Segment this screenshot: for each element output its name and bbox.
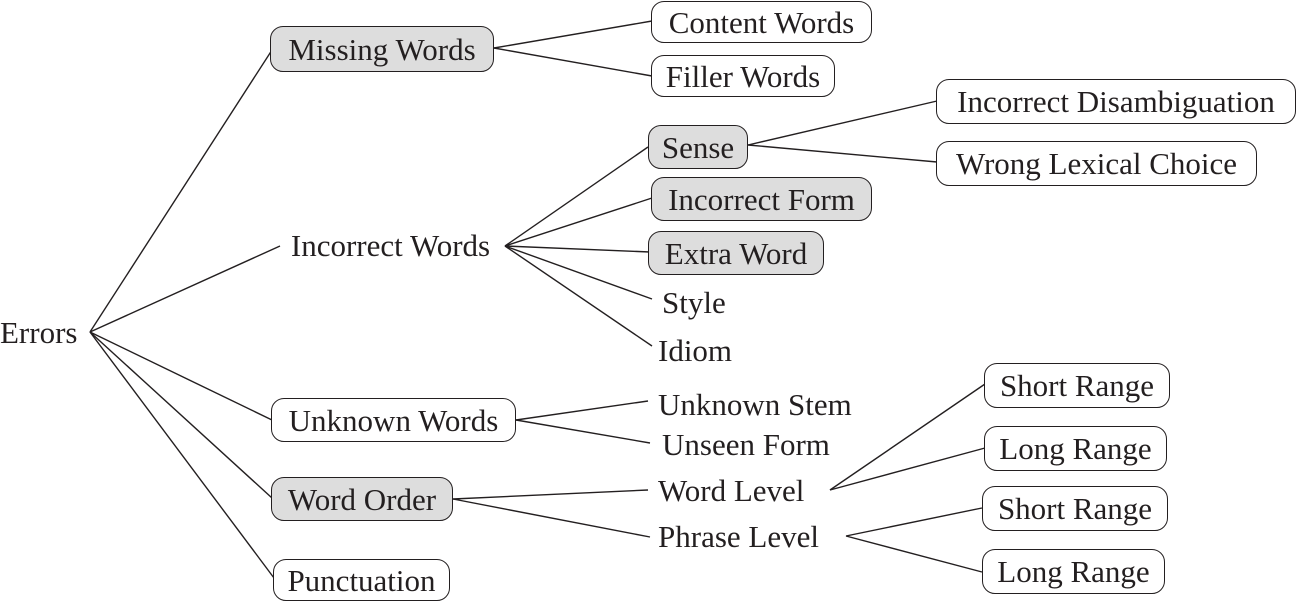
edge-phrase-level-long	[845, 535, 983, 573]
edge-order-word-level	[452, 489, 649, 500]
edge-word-level-long	[829, 447, 986, 491]
node-idiom: Idiom	[658, 332, 733, 368]
node-unknown-words: Unknown Words	[271, 398, 516, 442]
edge-errors-missing-words	[89, 49, 273, 333]
node-phrase-short-range: Short Range	[982, 486, 1168, 531]
edge-incorrect-style	[504, 245, 653, 300]
edge-missing-filler	[493, 47, 653, 77]
edge-incorrect-sense	[504, 146, 649, 247]
edge-sense-disambiguation	[747, 100, 938, 146]
edge-word-level-short	[829, 383, 986, 491]
node-word-short-range: Short Range	[984, 363, 1170, 408]
edge-incorrect-form	[504, 197, 653, 247]
edge-incorrect-idiom	[504, 245, 653, 347]
edge-unknown-stem	[515, 400, 649, 421]
node-filler-words: Filler Words	[651, 55, 835, 97]
node-errors: Errors	[0, 314, 78, 350]
edge-sense-lexical	[747, 144, 938, 163]
node-incorrect-form: Incorrect Form	[651, 177, 872, 221]
edge-order-phrase-level	[452, 498, 651, 538]
edge-missing-content	[493, 20, 653, 49]
node-phrase-long-range: Long Range	[982, 549, 1165, 594]
node-content-words: Content Words	[651, 1, 872, 43]
edge-errors-incorrect-words	[89, 245, 281, 333]
edge-phrase-level-short	[845, 507, 983, 537]
node-extra-word: Extra Word	[648, 231, 824, 275]
edge-errors-unknown-words	[89, 331, 273, 421]
node-missing-words: Missing Words	[270, 26, 494, 72]
node-word-level: Word Level	[658, 472, 805, 508]
node-word-order: Word Order	[271, 477, 453, 521]
node-unseen-form: Unseen Form	[662, 426, 830, 462]
edge-errors-word-order	[89, 331, 273, 499]
node-sense: Sense	[648, 125, 748, 169]
node-unknown-stem: Unknown Stem	[658, 386, 852, 422]
node-style: Style	[662, 284, 726, 320]
edge-unknown-unseen	[515, 419, 651, 444]
node-punctuation: Punctuation	[273, 559, 450, 601]
edge-incorrect-extra	[504, 245, 651, 253]
edge-errors-punctuation	[89, 331, 275, 579]
node-word-long-range: Long Range	[984, 426, 1167, 471]
node-incorrect-words: Incorrect Words	[290, 227, 491, 263]
node-wrong-lexical-choice: Wrong Lexical Choice	[936, 141, 1257, 186]
node-incorrect-disambiguation: Incorrect Disambiguation	[936, 79, 1296, 124]
node-phrase-level: Phrase Level	[658, 518, 819, 554]
